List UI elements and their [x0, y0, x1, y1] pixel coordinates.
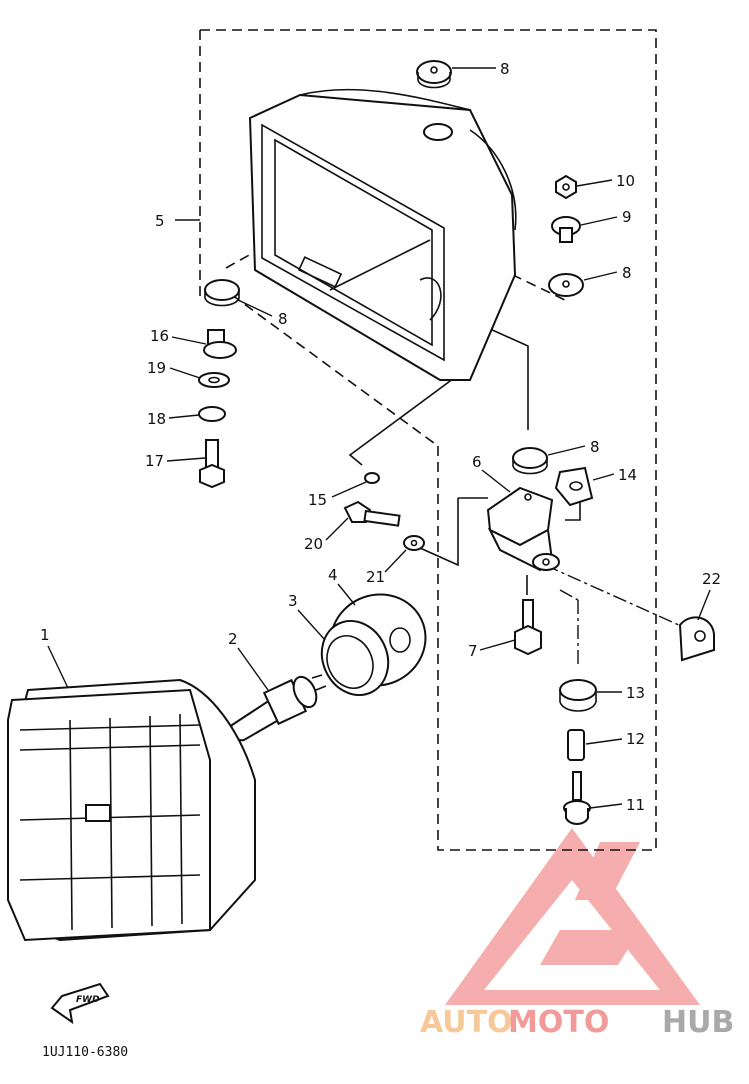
label-part-12: 12	[626, 730, 645, 748]
bolt-7	[514, 599, 542, 656]
label-part-4: 4	[328, 566, 338, 584]
nut-top	[555, 174, 577, 200]
label-part-19: 19	[147, 359, 166, 377]
headlight-housing	[248, 88, 517, 381]
headlight-lens	[7, 678, 256, 942]
long-bolt	[343, 500, 401, 527]
bulb-socket	[320, 593, 427, 696]
label-part-8-top: 8	[500, 60, 510, 78]
assembly-boundary	[199, 29, 657, 851]
label-part-14: 14	[618, 466, 637, 484]
label-part-10: 10	[616, 172, 635, 190]
fwd-arrow: FWD	[50, 982, 110, 1025]
label-part-3: 3	[288, 592, 298, 610]
watermark-hub: HUB	[662, 1005, 734, 1040]
label-part-17: 17	[145, 452, 164, 470]
label-part-8-left: 8	[278, 310, 288, 328]
watermark-text: AUTO MOTO HUB	[420, 1005, 734, 1040]
grommet-bracket	[512, 447, 548, 475]
label-part-21: 21	[366, 568, 385, 586]
fwd-label: FWD	[76, 995, 100, 1005]
collar	[551, 216, 581, 243]
damper	[559, 679, 597, 712]
label-part-9: 9	[622, 208, 632, 226]
small-screw	[364, 472, 380, 484]
collar-12	[567, 729, 585, 761]
diagram-code: 1UJ110-6380	[42, 1045, 128, 1060]
label-part-22: 22	[702, 570, 721, 588]
grommet-left	[204, 279, 240, 307]
clip	[554, 466, 594, 507]
label-part-1: 1	[40, 626, 50, 644]
watermark-moto: MOTO	[508, 1005, 609, 1040]
part-22-bracket	[678, 616, 715, 662]
bolt-stack	[198, 329, 237, 489]
label-part-5: 5	[155, 212, 165, 230]
grommet-right	[548, 273, 584, 297]
bracket	[486, 486, 560, 572]
grommet-top	[416, 60, 452, 89]
part-labels: 1 2 3 4 5 6 7 8 8 8 8 9 10 11 12 13 14 1…	[40, 60, 721, 814]
washer	[403, 535, 425, 551]
label-part-6: 6	[472, 453, 482, 471]
label-part-18: 18	[147, 410, 166, 428]
label-part-11: 11	[626, 796, 645, 814]
label-part-15: 15	[308, 491, 327, 509]
bulb	[230, 674, 327, 742]
label-part-8-bracket: 8	[590, 438, 600, 456]
bolt-11	[563, 771, 591, 825]
label-part-20: 20	[304, 535, 323, 553]
label-part-13: 13	[626, 684, 645, 702]
label-part-8-right: 8	[622, 264, 632, 282]
label-part-7: 7	[468, 642, 478, 660]
watermark-auto: AUTO	[420, 1005, 513, 1040]
lens-emblem	[85, 804, 111, 822]
lens-lines	[19, 713, 201, 931]
label-part-2: 2	[228, 630, 238, 648]
label-part-16: 16	[150, 327, 169, 345]
watermark-logo	[445, 828, 700, 1005]
